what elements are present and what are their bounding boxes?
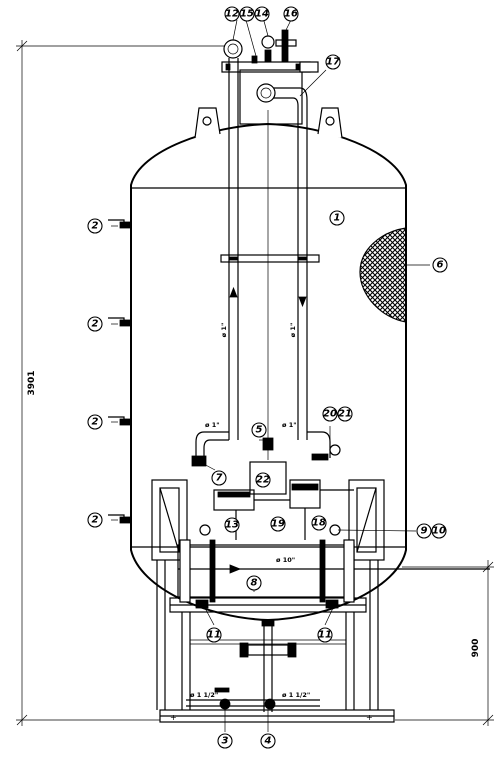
callout-2a: 2: [87, 218, 103, 234]
svg-text:12: 12: [225, 9, 239, 20]
riser-right-size: ø 1": [289, 323, 297, 338]
callout-7: 7: [211, 470, 227, 486]
base-height-label: 900: [471, 639, 481, 658]
svg-text:14: 14: [255, 9, 269, 20]
svg-text:15: 15: [240, 9, 254, 20]
base-height-dimension: 900: [395, 560, 494, 726]
svg-text:17: 17: [326, 57, 340, 68]
svg-text:8: 8: [251, 578, 258, 589]
callout-1: 1: [329, 210, 345, 226]
branch-right-size: ø 1": [282, 421, 297, 429]
callout-21: 21: [337, 406, 353, 422]
callout-12: 12: [224, 6, 240, 22]
svg-text:6: 6: [437, 260, 444, 271]
svg-text:+: +: [366, 713, 373, 722]
svg-text:7: 7: [216, 473, 223, 484]
callout-11b: 11: [317, 627, 333, 643]
svg-text:5: 5: [256, 425, 263, 436]
callout-3: 3: [217, 733, 233, 749]
callout-5: 5: [251, 422, 267, 438]
callout-19: 19: [270, 516, 286, 532]
callout-18: 18: [311, 515, 327, 531]
svg-text:10: 10: [432, 526, 446, 537]
riser-left-size: ø 1": [220, 323, 228, 338]
callout-2c: 2: [87, 414, 103, 430]
callout-16: 16: [283, 6, 299, 22]
overall-height-label: 3901: [27, 370, 37, 395]
svg-text:18: 18: [312, 518, 326, 529]
callout-4: 4: [260, 733, 276, 749]
svg-text:+: +: [170, 713, 177, 722]
svg-text:21: 21: [338, 409, 352, 420]
internal-risers: [220, 58, 320, 460]
side-nozzles: [108, 219, 131, 524]
svg-text:9: 9: [421, 526, 428, 537]
svg-text:4: 4: [264, 736, 272, 747]
branch-left-size: ø 1": [205, 421, 220, 429]
callout-9: 9: [416, 523, 432, 539]
svg-text:20: 20: [323, 409, 337, 420]
callout-8: 8: [246, 575, 262, 591]
drain-right-size: ø 1 1/2": [282, 691, 310, 699]
svg-text:2: 2: [92, 515, 99, 526]
callout-22: 22: [255, 472, 271, 488]
callout-17: 17: [325, 54, 341, 70]
svg-text:19: 19: [271, 519, 285, 530]
tank-shell: [130, 69, 407, 622]
svg-text:1: 1: [334, 213, 341, 224]
lower-piping: ø 1" ø 1": [191, 421, 354, 540]
callout-11a: 11: [206, 627, 222, 643]
svg-text:2: 2: [92, 221, 99, 232]
svg-text:3: 3: [222, 736, 229, 747]
callout-2d: 2: [87, 512, 103, 528]
overall-height-dimension: 3901: [16, 40, 228, 726]
callout-6: 6: [432, 257, 448, 273]
svg-text:16: 16: [284, 9, 298, 20]
svg-text:13: 13: [225, 520, 239, 531]
collector-size: ø 10": [276, 556, 295, 564]
callout-10: 10: [431, 523, 447, 539]
drain-left-size: ø 1 1/2": [190, 691, 218, 699]
bottom-drain: ø 1 1/2" ø 1 1/2": [186, 619, 320, 732]
svg-text:11: 11: [207, 630, 221, 641]
callout-2b: 2: [87, 316, 103, 332]
svg-text:22: 22: [256, 475, 270, 486]
svg-text:11: 11: [318, 630, 332, 641]
callout-15: 15: [239, 6, 255, 22]
svg-text:2: 2: [92, 319, 99, 330]
svg-text:2: 2: [92, 417, 99, 428]
manhole-mesh: [359, 227, 407, 323]
callout-14: 14: [254, 6, 270, 22]
callout-20: 20: [322, 406, 338, 422]
callout-13: 13: [224, 517, 240, 533]
collector-pipe: ø 10": [177, 539, 490, 609]
leader-lines: [111, 19, 430, 626]
top-fittings: [221, 29, 319, 73]
